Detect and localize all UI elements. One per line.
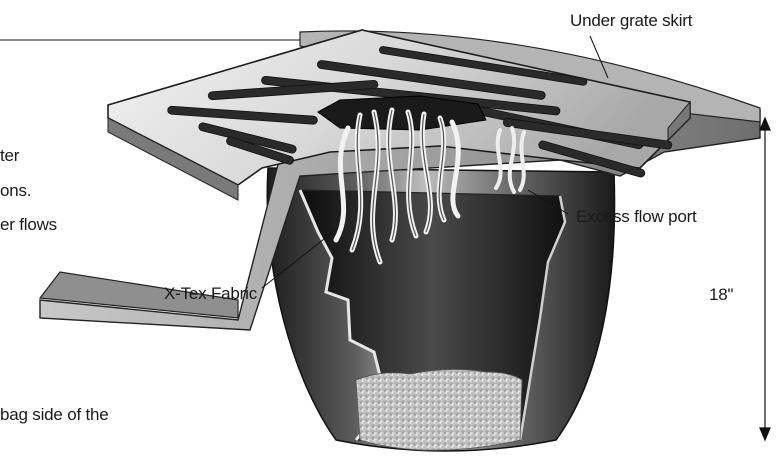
left-text-fragment-4: bag side of the — [0, 405, 109, 425]
left-text-fragment-3: er flows — [0, 215, 57, 235]
label-under-grate-skirt: Under grate skirt — [570, 11, 692, 31]
depth-dimension-arrow — [760, 118, 770, 440]
label-xtex-fabric: X-Tex Fabric — [164, 284, 257, 304]
label-depth: 18" — [709, 285, 733, 305]
left-text-fragment-2: ons. — [0, 181, 31, 201]
label-excess-flow-port: Excess flow port — [576, 207, 697, 227]
left-text-fragment-1: ter — [0, 146, 19, 166]
